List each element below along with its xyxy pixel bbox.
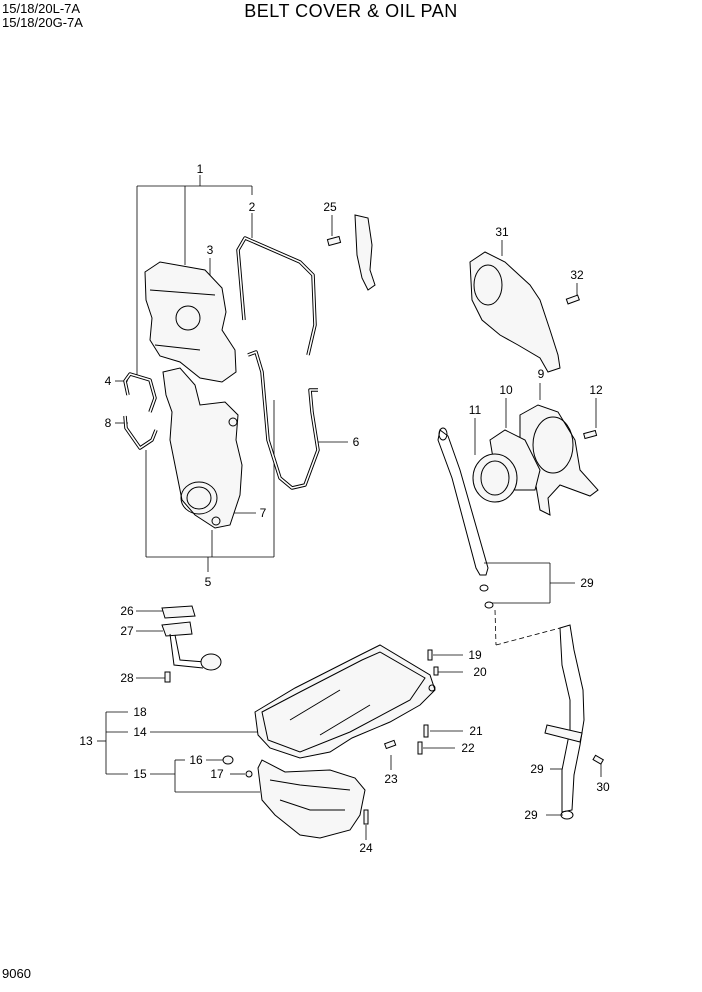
callout-16: 16 (189, 753, 203, 767)
callout-28: 28 (120, 671, 134, 685)
callout-27: 27 (120, 624, 134, 638)
callout-20: 20 (473, 665, 487, 679)
callout-10: 10 (499, 383, 513, 397)
callout-11: 11 (469, 403, 482, 417)
leader-lines (97, 175, 602, 840)
callout-29-middle: 29 (530, 762, 544, 776)
callout-30: 30 (596, 780, 610, 794)
callout-29-upper: 29 (580, 576, 594, 590)
callout-19: 19 (468, 648, 482, 662)
callout-21: 21 (469, 724, 483, 738)
callout-6: 6 (353, 435, 360, 449)
callout-18: 18 (133, 705, 147, 719)
callout-32: 32 (570, 268, 584, 282)
callout-3: 3 (207, 243, 214, 257)
callout-8: 8 (105, 416, 112, 430)
callout-15: 15 (133, 767, 147, 781)
model-line-2: 15/18/20G-7A (2, 15, 83, 30)
callout-31: 31 (495, 225, 509, 239)
page-title: BELT COVER & OIL PAN (244, 1, 458, 21)
callout-2: 2 (249, 200, 256, 214)
lower-timing-cover (162, 367, 243, 529)
callout-24: 24 (359, 841, 373, 855)
oil-pan-upper (254, 644, 436, 759)
strainer-gasket (161, 605, 196, 619)
callout-7: 7 (260, 506, 267, 520)
callout-22: 22 (461, 741, 475, 755)
callout-29-lower: 29 (524, 808, 538, 822)
callout-26: 26 (120, 604, 134, 618)
oil-pan-lower (257, 759, 366, 839)
callout-9: 9 (538, 367, 545, 381)
callout-12: 12 (589, 383, 603, 397)
rear-plate (469, 251, 561, 373)
callout-4: 4 (105, 374, 112, 388)
callout-14: 14 (133, 725, 147, 739)
callout-5: 5 (205, 575, 212, 589)
callout-labels: 1 2 3 4 5 6 7 8 9 10 11 12 13 14 15 16 1… (79, 162, 610, 855)
bracket-25 (354, 214, 376, 291)
upper-timing-cover (144, 261, 237, 383)
callout-25: 25 (323, 200, 337, 214)
model-line-1: 15/18/20L-7A (2, 1, 81, 16)
callout-13: 13 (79, 734, 93, 748)
callout-17: 17 (210, 767, 224, 781)
page-number: 9060 (2, 966, 31, 981)
callout-23: 23 (384, 772, 398, 786)
callout-1: 1 (197, 162, 204, 176)
